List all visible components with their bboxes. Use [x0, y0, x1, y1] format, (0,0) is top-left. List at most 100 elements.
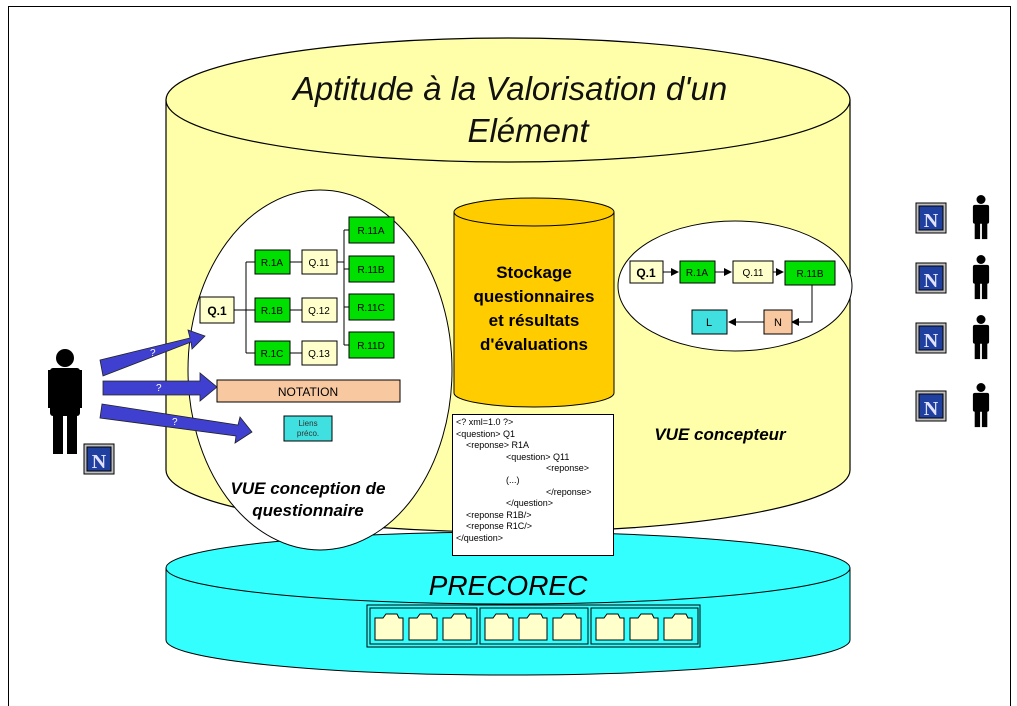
person-icon — [972, 383, 990, 428]
person-icon — [972, 195, 990, 240]
svg-text:N: N — [924, 270, 939, 292]
arrow-2 — [102, 372, 218, 402]
xml-line: </reponse> — [456, 486, 592, 497]
xml-line: <reponse R1C/> — [456, 521, 533, 532]
xml-line: <? xml=1.0 ?> — [456, 417, 514, 427]
svg-text:N: N — [92, 451, 107, 473]
storage-line1: Stockage — [496, 263, 572, 282]
node-r11a-label: R.11A — [357, 226, 384, 237]
storage-line3: et résultats — [489, 311, 580, 330]
liens-line1: Liens — [298, 419, 317, 428]
node-q13 — [301, 340, 338, 366]
liens-preco-box — [283, 415, 333, 442]
xml-line: <question> Q11 — [456, 451, 570, 462]
storage-line2: questionnaires — [474, 287, 595, 306]
node-r11b — [348, 255, 395, 283]
node-r1a — [254, 249, 291, 275]
title-line1: Aptitude à la Valorisation d'un — [291, 70, 727, 107]
xml-line: (...) — [456, 474, 520, 485]
node-r11c — [348, 293, 395, 321]
rv-node-n-label: N — [774, 317, 782, 329]
node-r1c-label: R.1C — [261, 349, 284, 360]
node-q11-label: Q.11 — [309, 258, 330, 269]
svg-text:N: N — [924, 398, 939, 420]
node-r1b-label: R.1B — [261, 306, 284, 317]
folder-icon — [629, 613, 659, 641]
left-caption-line1: VUE conception de — [231, 479, 386, 498]
rv-node-n — [763, 309, 793, 335]
xml-line: <reponse> — [456, 463, 590, 474]
svg-text:N: N — [924, 210, 939, 232]
title-line2: Elément — [467, 112, 590, 149]
client-icons: N N N N N — [83, 195, 990, 475]
xml-snippet: <? xml=1.0 ?> <question> Q1 <reponse> R1… — [452, 414, 614, 556]
right-view-ellipse: Q.1 R.1A Q.11 R.11B N L VUE concepteur — [617, 220, 853, 444]
node-r11d-label: R.11D — [357, 341, 385, 352]
node-q1-label: Q.1 — [207, 304, 227, 318]
folder-icon — [663, 613, 693, 641]
browser-n-icon: N — [915, 202, 947, 234]
folder-icon — [518, 613, 548, 641]
node-r1b — [254, 297, 291, 323]
xml-line: <question> Q1 — [456, 428, 516, 439]
left-caption-line2: questionnaire — [252, 501, 363, 520]
rv-node-r11b — [784, 260, 836, 286]
rv-node-r11b-label: R.11B — [796, 269, 823, 280]
person-icon — [972, 315, 990, 360]
node-q13-label: Q.13 — [308, 349, 330, 360]
xml-line: <reponse R1B/> — [456, 509, 532, 520]
rv-node-l-label: L — [706, 317, 712, 329]
browser-n-icon: N — [915, 390, 947, 422]
svg-text:N: N — [924, 330, 939, 352]
notation-label: NOTATION — [278, 385, 338, 399]
rv-node-l — [691, 309, 728, 335]
browser-n-icon: N — [915, 322, 947, 354]
node-r11a — [348, 216, 395, 244]
browser-n-icon: N — [915, 262, 947, 294]
precorec-label: PRECOREC — [429, 570, 588, 601]
arrow-1 — [99, 329, 206, 377]
right-caption: VUE concepteur — [654, 425, 787, 444]
arrow-2-label: ? — [156, 383, 162, 394]
xml-line: </question> — [456, 498, 554, 509]
rv-node-q1-label: Q.1 — [636, 266, 656, 280]
folder-icon — [484, 613, 514, 641]
arrow-3 — [99, 403, 253, 444]
rv-node-q11-label: Q.11 — [743, 268, 764, 279]
storage-line4: d'évaluations — [480, 335, 588, 354]
rv-node-q11 — [732, 260, 774, 284]
rv-node-r1a-label: R.1A — [686, 268, 709, 279]
storage-cylinder: Stockage questionnaires et résultats d'é… — [453, 197, 615, 408]
folder-icon — [408, 613, 438, 641]
xml-line: <reponse> R1A — [456, 440, 530, 451]
folder-icon — [374, 613, 404, 641]
node-r1c — [254, 340, 291, 366]
left-view-circle: Q.1 R.1A R.1B R.1C Q.11 Q.12 Q.13 R.11A … — [187, 189, 453, 551]
notation-bar — [216, 379, 401, 403]
node-q1 — [199, 296, 235, 324]
arrow-3-label: ? — [172, 417, 178, 428]
browser-n-icon: N — [83, 443, 115, 475]
folder-icons — [374, 613, 693, 641]
folder-icon — [442, 613, 472, 641]
question-arrows: ? ? ? — [99, 329, 253, 444]
rv-node-q1 — [629, 260, 664, 284]
node-r11b-label: R.11B — [357, 265, 384, 276]
person-icon — [972, 255, 990, 300]
folder-icon — [552, 613, 582, 641]
rv-node-r1a — [679, 260, 716, 284]
node-r1a-label: R.1A — [261, 258, 284, 269]
node-q11 — [301, 249, 338, 275]
folder-icon — [595, 613, 625, 641]
left-tree-connectors — [234, 229, 349, 354]
diagram-frame — [8, 6, 1011, 706]
node-r11c-label: R.11C — [357, 303, 385, 314]
xml-line: </question> — [456, 532, 504, 543]
node-q12-label: Q.12 — [308, 306, 330, 317]
node-r11d — [348, 331, 395, 359]
arrow-1-label: ? — [150, 348, 156, 359]
node-q12 — [301, 297, 338, 323]
liens-line2: préco. — [297, 429, 319, 438]
precorec-platform: PRECOREC — [165, 531, 851, 676]
